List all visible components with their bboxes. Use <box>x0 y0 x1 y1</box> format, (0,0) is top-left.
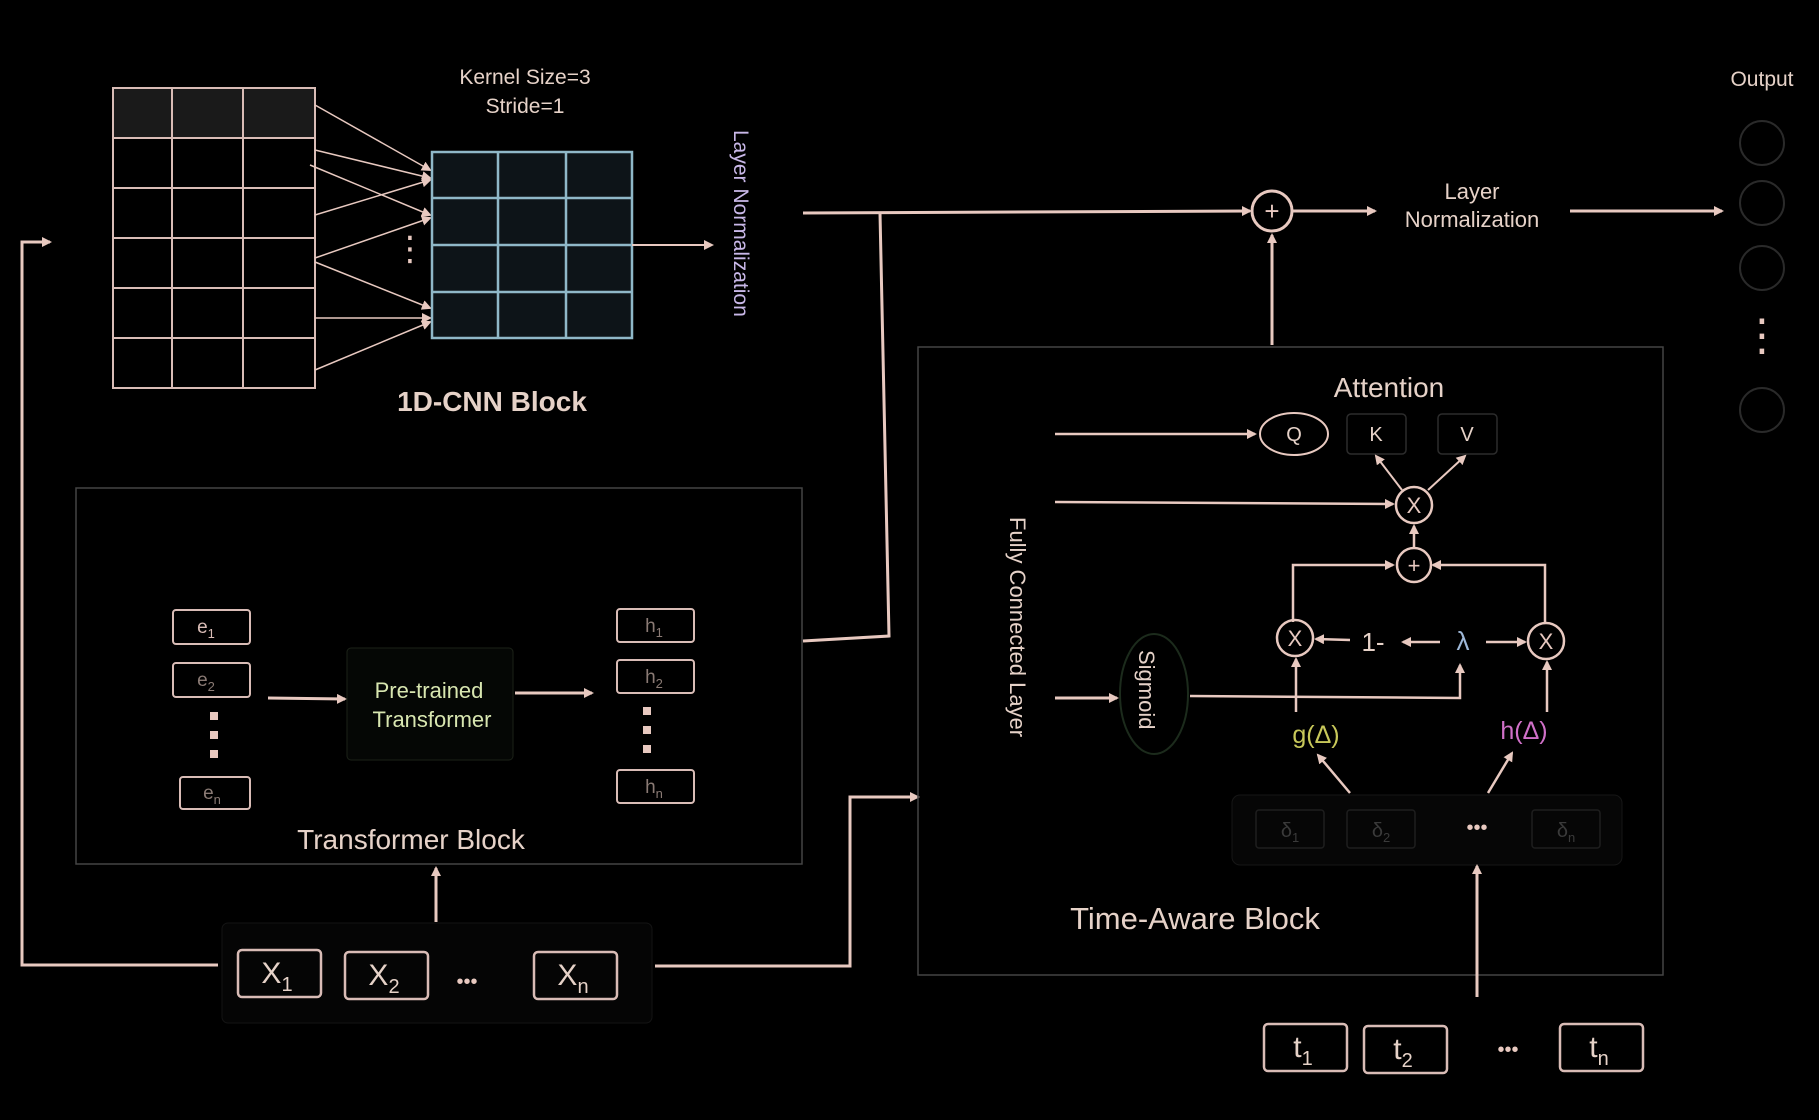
left-gate-to-sum <box>1291 560 1395 622</box>
svg-text:e2: e2 <box>197 670 215 694</box>
svg-text:δ1: δ1 <box>1281 820 1299 845</box>
cnn-block-title: 1D-CNN Block <box>397 386 587 417</box>
inputs-to-cnn-line <box>20 237 218 967</box>
h-delta-label: h(Δ) <box>1500 717 1547 745</box>
hidden-h1: h1 <box>616 608 695 643</box>
hidden-dots <box>643 707 651 753</box>
fully-connected-label: Fully Connected Layer <box>1005 517 1030 737</box>
input-x2: X2 <box>343 950 430 1001</box>
attention-multiply-icon <box>1394 485 1434 525</box>
time-tn: tn <box>1558 1022 1645 1073</box>
pretrained-label-line2: Transformer <box>373 707 492 732</box>
svg-text:e1: e1 <box>197 617 215 641</box>
oneminus-to-left-gate <box>1314 634 1351 645</box>
input-row-panel <box>221 922 653 1024</box>
mult-to-v-arrow <box>1427 454 1467 491</box>
key-label: K <box>1369 424 1383 446</box>
value-node <box>1437 413 1498 455</box>
time-aware-block-title: Time-Aware Block <box>1070 901 1320 936</box>
cnn-output-grid <box>430 150 634 340</box>
attention-multiply-symbol: X <box>1407 493 1422 518</box>
svg-text:δn: δn <box>1557 820 1575 845</box>
time-aware-block-frame <box>917 346 1664 976</box>
cnn-input-grid <box>112 87 316 389</box>
query-label: Q <box>1286 424 1302 446</box>
right-gate-multiply-symbol: X <box>1539 629 1554 654</box>
svg-text:δ2: δ2 <box>1372 820 1390 845</box>
layer-norm-right-line2: Normalization <box>1405 207 1540 232</box>
delta-ellipsis: ••• <box>1466 817 1487 839</box>
sigmoid-label: Sigmoid <box>1134 650 1159 729</box>
layer-norm-right-line1: Layer <box>1444 179 1499 204</box>
cnn-dots: ⋮ <box>393 230 427 268</box>
residual-plus-symbol: + <box>1264 196 1279 226</box>
pretrained-label-line1: Pre-trained <box>375 678 484 703</box>
delta-1: δ1 <box>1255 809 1325 849</box>
svg-text:hn: hn <box>645 777 663 801</box>
time-t2: t2 <box>1362 1024 1449 1075</box>
embeddings-to-transformer-arrow <box>267 693 347 704</box>
input-xn: Xn <box>532 950 619 1001</box>
right-gate-to-sum <box>1431 560 1547 622</box>
output-nodes <box>1739 120 1785 433</box>
output-dots: ⋮ <box>1740 311 1784 360</box>
embedding-en: en <box>179 776 251 810</box>
g-delta-label: g(Δ) <box>1292 721 1339 749</box>
delta-row-panel <box>1231 794 1623 866</box>
input-to-mult-arrow <box>1054 498 1395 509</box>
svg-text:X2: X2 <box>368 959 399 998</box>
hidden-h2: h2 <box>616 659 695 694</box>
cnn-layer-norm-label: Layer Normalization <box>729 130 752 317</box>
input-x1: X1 <box>236 948 323 999</box>
delta-n: δn <box>1531 809 1601 849</box>
svg-text:tn: tn <box>1589 1031 1608 1070</box>
query-node <box>1259 412 1329 456</box>
deltas-to-h-arrow <box>1486 751 1514 794</box>
hidden-hn: hn <box>616 769 695 804</box>
gate-sum-symbol: + <box>1408 553 1421 578</box>
deltas-to-g-arrow <box>1316 753 1351 794</box>
embedding-e1: e1 <box>172 609 251 645</box>
sigmoid-node <box>1119 633 1189 755</box>
transformer-to-residual-line <box>802 212 891 643</box>
right-gate-multiply-icon <box>1526 621 1566 661</box>
pretrained-transformer-box <box>346 647 514 761</box>
embedding-e2: e2 <box>172 662 251 698</box>
svg-text:X1: X1 <box>261 957 292 996</box>
svg-text:h1: h1 <box>645 616 663 640</box>
mult-to-k-arrow <box>1374 454 1403 491</box>
value-label: V <box>1460 424 1474 446</box>
left-gate-multiply-symbol: X <box>1288 626 1303 651</box>
cnn-kernel-arrows <box>309 104 432 371</box>
input-ellipsis: ••• <box>456 971 477 993</box>
time-t1: t1 <box>1262 1022 1349 1073</box>
svg-text:Xn: Xn <box>557 959 588 998</box>
left-gate-multiply-icon <box>1275 618 1315 658</box>
embedding-dots <box>210 712 218 758</box>
main-residual-line <box>802 206 1252 217</box>
transformer-block-frame <box>75 487 803 865</box>
attention-title: Attention <box>1334 372 1445 403</box>
stride-label: Stride=1 <box>486 95 565 118</box>
inputs-to-timeaware-line <box>655 792 920 968</box>
svg-text:en: en <box>203 783 221 807</box>
transformer-block-title: Transformer Block <box>297 824 526 855</box>
svg-text:t1: t1 <box>1293 1031 1312 1070</box>
one-minus-label: 1- <box>1361 627 1384 657</box>
kernel-size-label: Kernel Size=3 <box>459 66 590 89</box>
svg-text:t2: t2 <box>1393 1033 1412 1072</box>
svg-text:h2: h2 <box>645 667 663 691</box>
key-node <box>1346 413 1407 455</box>
output-label: Output <box>1730 68 1793 91</box>
lambda-label: λ <box>1457 626 1470 656</box>
time-ellipsis: ••• <box>1497 1039 1518 1061</box>
delta-2: δ2 <box>1346 809 1416 849</box>
sigmoid-to-lambda-line <box>1189 663 1465 700</box>
